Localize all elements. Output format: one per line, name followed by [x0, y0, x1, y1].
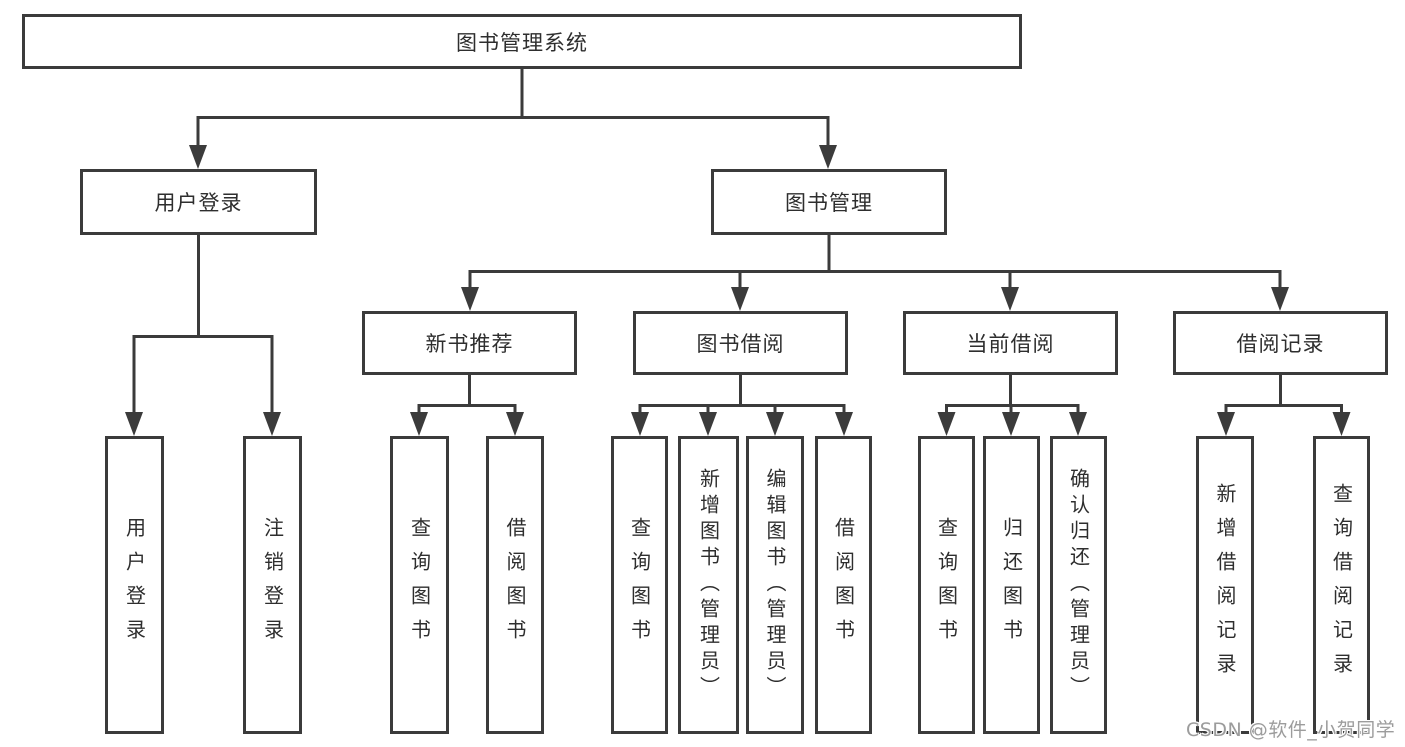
node-label: 图书管理系统: [456, 30, 588, 55]
arrow-icon: [937, 412, 956, 436]
node-leaf-query-borrow-record: 查询借阅记录: [1313, 436, 1370, 734]
node-label: 查询借阅记录: [1329, 483, 1354, 687]
node-label: 图书管理: [785, 191, 873, 215]
node-label: 借阅图书: [503, 517, 527, 653]
arrow-icon: [731, 287, 749, 311]
node-user-login: 用户登录: [80, 169, 317, 235]
node-label: 当前借阅: [966, 332, 1055, 356]
node-label: 借阅记录: [1236, 332, 1325, 356]
arrow-icon: [263, 412, 281, 436]
node-label: 新书推荐: [425, 332, 514, 356]
arrow-icon: [1001, 287, 1019, 311]
node-label: 新增图书（管理员）: [696, 468, 721, 702]
arrowhead-icons: [125, 145, 1351, 436]
node-label: 图书借阅: [696, 332, 785, 356]
node-borrowing-records: 借阅记录: [1173, 311, 1388, 375]
arrow-icon: [410, 412, 428, 436]
arrow-icon: [1002, 412, 1020, 436]
arrow-icon: [506, 412, 524, 436]
node-new-book-recommendation: 新书推荐: [362, 311, 577, 375]
node-leaf-return-books: 归还图书: [983, 436, 1040, 734]
node-book-borrowing: 图书借阅: [633, 311, 848, 375]
node-leaf-query-books-current: 查询图书: [918, 436, 975, 734]
node-leaf-query-books-borrowing: 查询图书: [611, 436, 668, 734]
node-label: 查询图书: [407, 517, 432, 653]
arrow-icon: [699, 412, 717, 436]
node-book-management: 图书管理: [711, 169, 947, 235]
node-label: 用户登录: [122, 517, 147, 653]
node-leaf-user-login: 用户登录: [105, 436, 164, 734]
arrow-icon: [461, 287, 479, 311]
node-leaf-logout: 注销登录: [243, 436, 302, 734]
node-leaf-query-books-recommend: 查询图书: [390, 436, 449, 734]
node-leaf-confirm-return-admin: 确认归还（管理员）: [1050, 436, 1107, 734]
node-label: 新增借阅记录: [1213, 483, 1237, 687]
node-label: 查询图书: [627, 517, 652, 653]
arrow-icon: [819, 145, 837, 169]
arrow-icon: [1217, 412, 1235, 436]
node-leaf-add-borrow-record: 新增借阅记录: [1196, 436, 1254, 734]
arrow-icon: [1332, 412, 1351, 436]
arrow-icon: [766, 412, 784, 436]
node-leaf-borrow-books-borrowing: 借阅图书: [815, 436, 872, 734]
node-label: 确认归还（管理员）: [1066, 468, 1091, 702]
node-leaf-borrow-books-recommend: 借阅图书: [486, 436, 544, 734]
arrow-icon: [631, 412, 649, 436]
node-label: 用户登录: [154, 191, 243, 215]
arrow-icon: [125, 412, 143, 436]
node-leaf-edit-books-admin: 编辑图书（管理员）: [746, 436, 804, 734]
node-label: 归还图书: [999, 517, 1024, 653]
node-current-borrowing: 当前借阅: [903, 311, 1118, 375]
arrow-icon: [1069, 412, 1087, 436]
node-label: 编辑图书（管理员）: [763, 468, 787, 702]
connector-paths: [132, 68, 1343, 415]
watermark-csdn: CSDN @软件_小贺同学: [1186, 719, 1396, 741]
arrow-icon: [835, 412, 853, 436]
node-label: 注销登录: [260, 517, 285, 653]
node-label: 查询图书: [934, 517, 959, 653]
node-library-management-system: 图书管理系统: [22, 14, 1022, 69]
node-label: 借阅图书: [831, 517, 856, 653]
arrow-icon: [189, 145, 207, 169]
arrow-icon: [1271, 287, 1289, 311]
node-leaf-add-books-admin: 新增图书（管理员）: [678, 436, 739, 734]
